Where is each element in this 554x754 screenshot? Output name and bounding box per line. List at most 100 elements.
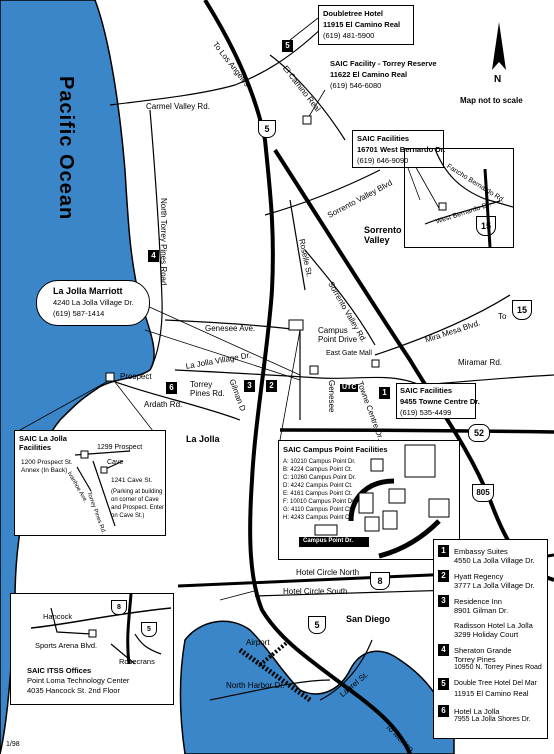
interstate-805-shield: 805 xyxy=(472,484,494,502)
campus-line-h: H: 4243 Campus Point Ct. xyxy=(283,515,353,521)
label-hotel-circle-south: Hotel Circle South xyxy=(283,587,348,596)
highway-52-shield: 52 xyxy=(468,424,490,442)
hotel-address: 11915 El Camino Real xyxy=(454,689,529,698)
hotel-name: Hyatt Regency xyxy=(454,572,504,581)
hotel-number: 3 xyxy=(438,595,449,607)
doubletree-leader xyxy=(289,17,319,41)
campus-line-f: F: 10010 Campus Point Dr. xyxy=(283,499,356,505)
label-miramar: Miramar Rd. xyxy=(458,358,503,367)
torrey-reserve-site xyxy=(302,115,312,125)
hotel-name: Sheraton Grande xyxy=(454,646,512,655)
hotel-name: Hotel La Jolla xyxy=(454,707,500,716)
itss-line-2: 4035 Hancock St. 2nd Floor xyxy=(27,686,120,695)
marker-hotel-1[interactable]: 1 xyxy=(379,387,390,399)
marriott-name: La Jolla Marriott xyxy=(53,286,123,296)
north-harbor-drive xyxy=(209,679,331,701)
torrey-reserve-name: SAIC Facility - Torrey Reserve xyxy=(330,59,437,68)
label-genesee-ave: Genesee Ave. xyxy=(205,324,256,333)
west-bernardo-inset-roads xyxy=(424,149,513,247)
bay-water xyxy=(179,620,455,754)
torrey-reserve-leader xyxy=(307,89,326,119)
label-cave: Cave xyxy=(107,459,124,466)
hotel-circle-south-road xyxy=(254,589,455,597)
campus-leader-line xyxy=(279,329,301,441)
hotel-name-2: Torrey Pines xyxy=(454,655,496,664)
west-bernardo-inset: Fancho Bernardo Rd. West Bernardo Dr. xyxy=(404,148,514,248)
marker-hotel-3[interactable]: 3 xyxy=(244,380,255,392)
north-arrow-icon xyxy=(492,22,506,70)
la-jolla-facilities-inset[interactable]: SAIC La Jolla Facilities 1299 Prospect 1… xyxy=(14,430,166,536)
label-sports-arena: Sports Arena Blvd. xyxy=(35,641,98,650)
itss-shield-8: 8 xyxy=(111,600,127,615)
torrey-reserve-callout[interactable]: SAIC Facility - Torrey Reserve 11622 El … xyxy=(326,56,446,94)
mira-mesa-blvd-road xyxy=(374,294,511,356)
campus-line-g: G: 4110 Campus Point Ct. xyxy=(283,507,353,513)
label-carmel-valley: Carmel Valley Rd. xyxy=(146,102,210,111)
map-scale-note: Map not to scale xyxy=(460,96,523,105)
itss-line-1: Point Loma Technology Center xyxy=(27,676,130,685)
towne-centre-site xyxy=(371,359,380,368)
utc-badge: UTC xyxy=(340,384,359,393)
label-hotel-circle-north: Hotel Circle North xyxy=(296,568,360,577)
hotel-address: 7955 La Jolla Shores Dr. xyxy=(454,716,531,723)
marker-hotel-5[interactable]: 5 xyxy=(282,40,293,52)
doubletree-callout[interactable]: Doubletree Hotel 11915 El Camino Real (6… xyxy=(318,5,414,45)
interstate-15-to-shield: 15 xyxy=(512,300,532,320)
la-jolla-inset-title: SAIC La Jolla xyxy=(19,434,67,443)
marker-hotel-6[interactable]: 6 xyxy=(166,382,177,394)
label-rosecrans: Rosecrans xyxy=(119,657,155,666)
doubletree-phone: (619) 481-5900 xyxy=(323,31,375,40)
campus-inset-title: SAIC Campus Point Facilities xyxy=(283,445,388,454)
roselle-street xyxy=(289,199,306,291)
itss-inset-roads xyxy=(30,594,172,665)
torrey-reserve-address: 11622 El Camino Real xyxy=(330,70,408,79)
itss-leader-line xyxy=(219,589,259,601)
marker-hotel-2[interactable]: 2 xyxy=(266,380,277,392)
hotel-legend: 1 Embassy Suites 4550 La Jolla Village D… xyxy=(433,539,548,739)
annex-note: Annex (In Back) xyxy=(21,467,68,474)
parking-note-4: on Cave St.) xyxy=(111,513,145,519)
west-bernardo-address: 16701 West Bernardo Dr. xyxy=(357,145,446,154)
interstate-5-south-shield: 5 xyxy=(308,616,326,634)
north-letter: N xyxy=(494,74,502,85)
prospect-1200: 1200 Prospect St. xyxy=(21,459,73,466)
la-jolla-leader-line xyxy=(19,379,111,431)
marriott-leader-line xyxy=(144,304,301,376)
la-jolla-village-drive xyxy=(174,369,421,386)
towne-centre-address: 9455 Towne Centre Dr. xyxy=(400,397,480,406)
itss-title: SAIC ITSS Offices xyxy=(27,666,92,675)
interstate-5-line xyxy=(203,0,412,754)
towne-centre-phone: (619) 535-4499 xyxy=(400,408,452,417)
campus-line-a: A: 10210 Campus Point Dr. xyxy=(283,459,356,465)
sorrento-valley-road-line xyxy=(304,249,376,346)
hotel-name: Double Tree Hotel Del Mar xyxy=(454,680,537,687)
marriott-leader-line-2 xyxy=(144,329,301,381)
airport-runway-2 xyxy=(258,638,292,667)
interstate-5-shield: 5 xyxy=(258,120,276,138)
campus-point-inset[interactable]: SAIC Campus Point Facilities A: 10210 Ca… xyxy=(278,440,460,560)
ocean-label: Pacific Ocean xyxy=(55,76,77,221)
campus-line-e: E: 4161 Campus Point Ct. xyxy=(283,491,353,497)
marriott-site xyxy=(309,365,319,375)
hotel-address: 8901 Gilman Dr. xyxy=(454,606,509,615)
laurel-street xyxy=(319,639,373,701)
west-bernardo-phone: (619) 646-9090 xyxy=(357,156,409,165)
parking-note-1: (Parking at building xyxy=(111,489,163,495)
el-camino-real-road xyxy=(269,54,346,141)
hotel-circle-north-road xyxy=(177,572,455,588)
marriott-phone: (619) 587-1414 xyxy=(53,309,105,318)
itss-offices-inset[interactable]: 8 5 Hancock Sports Arena Blvd. Rosecrans… xyxy=(10,593,174,705)
marker-hotel-4[interactable]: 4 xyxy=(148,250,159,262)
marriott-callout[interactable]: La Jolla Marriott 4240 La Jolla Village … xyxy=(36,280,150,326)
hotel-address: 3299 Holiday Court xyxy=(454,630,519,639)
la-jolla-inset-title-2: Facilities xyxy=(19,443,52,452)
hotel-address: 3777 La Jolla Village Dr. xyxy=(454,581,535,590)
label-sorrento-valley: Sorrento Valley xyxy=(364,225,402,245)
label-prospect: Prospect xyxy=(120,372,152,381)
north-torrey-pines-road xyxy=(149,109,163,371)
interstate-8-shield: 8 xyxy=(370,572,390,590)
campus-line-d: D: 4242 Campus Point Ct. xyxy=(283,483,353,489)
west-bernardo-callout[interactable]: SAIC Facilities 16701 West Bernardo Dr. … xyxy=(352,130,446,168)
towne-centre-callout[interactable]: SAIC Facilities 9455 Towne Centre Dr. (6… xyxy=(396,383,480,419)
